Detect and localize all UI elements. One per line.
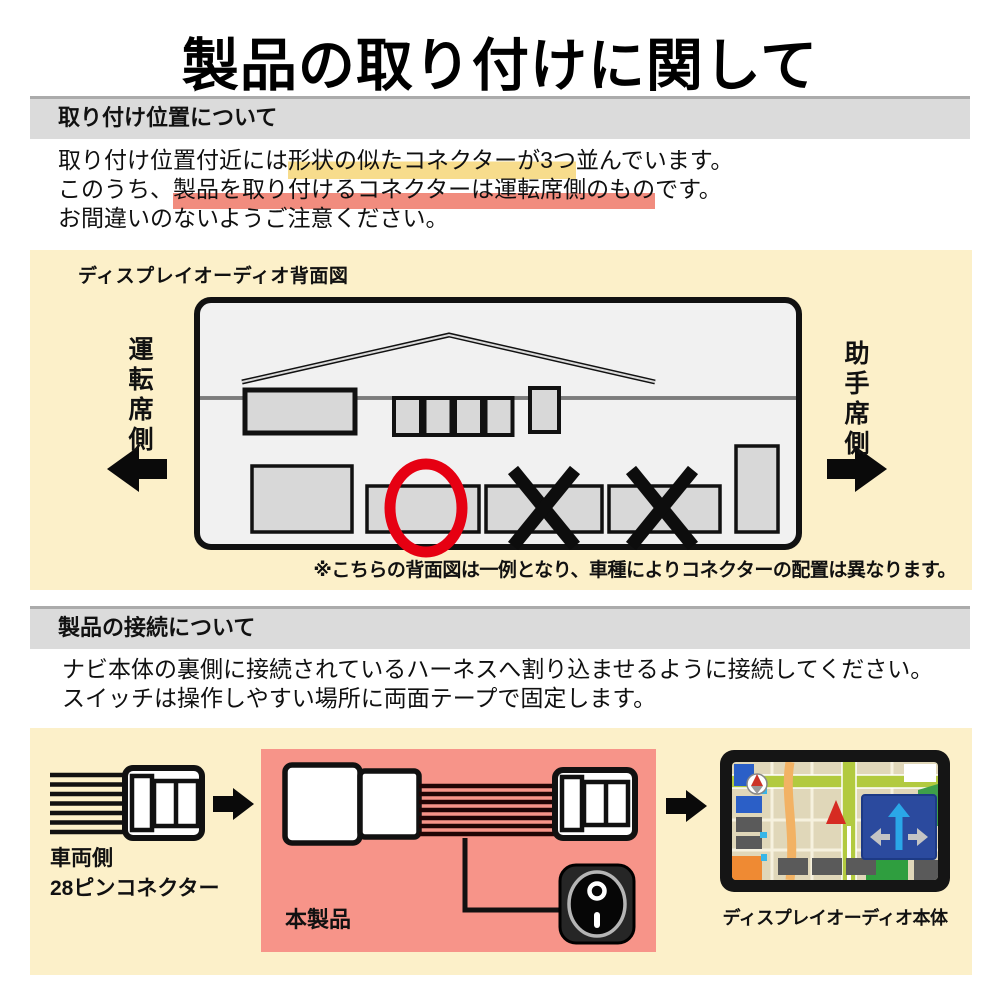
red-highlight: 製品を取り付けるコネクターは運転席側のもの xyxy=(173,176,656,209)
yellow-highlight: 形状の似たコネクターが3つ xyxy=(288,147,576,179)
vehicle-connector-label: 車両側 28ピンコネクター xyxy=(50,847,220,900)
upper-connector-large xyxy=(242,387,358,436)
vehicle-wires xyxy=(50,772,128,835)
connection-text: ナビ本体の裏側に接続されているハーネスへ割り込ませるように接続してください。 ス… xyxy=(62,655,933,713)
upper-connector-small xyxy=(392,396,423,437)
upper-connector-small xyxy=(422,396,454,437)
compass-icon xyxy=(746,773,768,795)
text-line: 取り付け位置付近には形状の似たコネクターが3つ並んでいます。 xyxy=(58,146,733,179)
rear-view-diagram xyxy=(107,297,887,558)
text-line: スイッチは操作しやすい場所に両面テープで固定します。 xyxy=(62,685,657,711)
diagram-footnote: ※こちらの背面図は一例となり、車種によりコネクターの配置は異なります。 xyxy=(313,560,956,581)
left-arrow-icon xyxy=(107,446,167,492)
upper-connector-tall xyxy=(528,386,561,434)
display-audio-unit xyxy=(720,750,950,892)
section-header-mounting-position: 取り付け位置について xyxy=(30,96,970,139)
product-connector-blocks xyxy=(282,762,422,846)
connection-diagram xyxy=(50,749,950,952)
upper-connector-small xyxy=(483,396,515,437)
flow-arrow-icon xyxy=(666,790,707,822)
ok-circle-icon xyxy=(384,458,468,558)
lower-connector-left xyxy=(250,464,354,534)
position-arrow-icon xyxy=(826,800,846,824)
passenger-side-label: 助手席側 xyxy=(841,340,869,460)
rocker-switch-icon xyxy=(558,863,636,945)
navigation-map xyxy=(732,762,938,880)
rear-view-panel: ディスプレイオーディオ背面図 運転席側 助手席側 ※こちらの背面図は一例となり、… xyxy=(30,250,972,590)
page-title: 製品の取り付けに関して xyxy=(181,34,819,98)
roof-brace-bar xyxy=(241,332,656,385)
section-header-connection: 製品の接続について xyxy=(30,606,970,649)
text-line: このうち、製品を取り付けるコネクターは運転席側のものです。 xyxy=(58,175,733,209)
driver-side-label: 運転席側 xyxy=(125,336,153,456)
connection-panel: 車両側 28ピンコネクター 本製品 ディスプレイオーディオ本体 xyxy=(30,728,972,975)
x-mark-icon xyxy=(625,465,699,551)
product-output-connector xyxy=(552,767,638,841)
flow-arrow-icon xyxy=(213,788,254,820)
diagram-caption: ディスプレイオーディオ背面図 xyxy=(78,266,349,287)
right-arrow-icon xyxy=(827,446,887,492)
switch-cable xyxy=(462,838,560,913)
text-line: お間違いのないようご注意ください。 xyxy=(58,205,449,231)
display-audio-label: ディスプレイオーディオ本体 xyxy=(722,908,948,928)
x-mark-icon xyxy=(507,465,581,551)
ribbon-cable xyxy=(419,783,557,837)
right-tall-connector xyxy=(734,444,780,534)
vehicle-connector xyxy=(122,765,205,841)
product-label: 本製品 xyxy=(285,907,352,932)
direction-sign-icon xyxy=(861,794,937,860)
upper-connector-small xyxy=(453,396,484,437)
text-line: ナビ本体の裏側に接続されているハーネスへ割り込ませるように接続してください。 xyxy=(62,656,934,682)
mounting-position-text: 取り付け位置付近には形状の似たコネクターが3つ並んでいます。 このうち、製品を取… xyxy=(58,146,733,233)
